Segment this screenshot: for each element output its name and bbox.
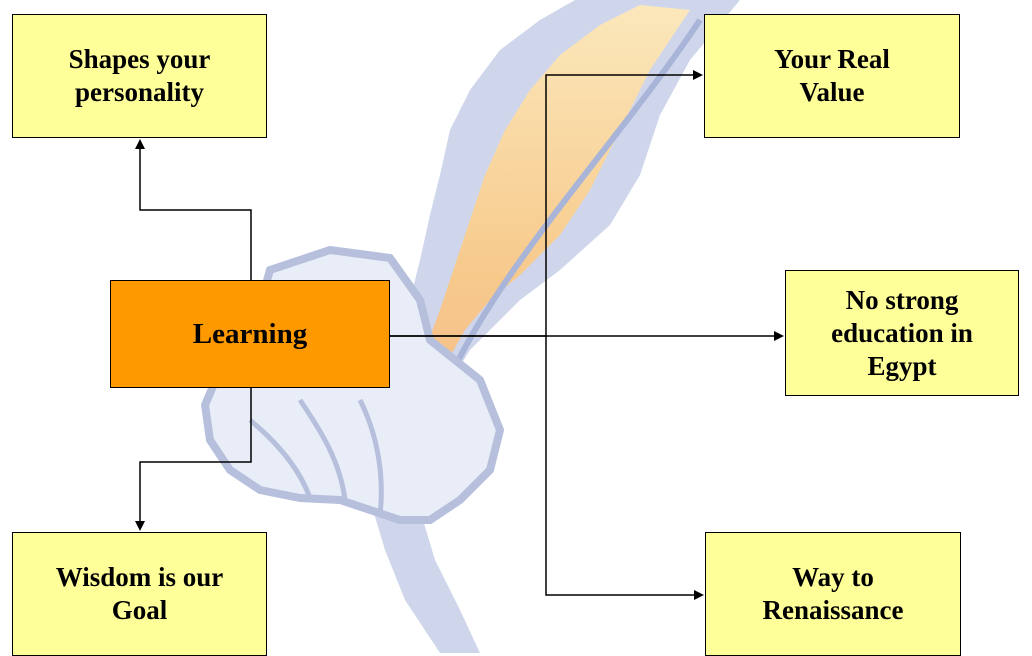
- node-no-strong-education-in-egypt: No strong education in Egypt: [785, 270, 1019, 396]
- node-label: Shapes your personality: [68, 44, 211, 107]
- node-label: Wisdom is our Goal: [55, 562, 224, 625]
- quill-outline: [360, 0, 740, 653]
- node-label: Your Real Value: [774, 44, 890, 107]
- connector-learning-to-real-value: [390, 70, 703, 337]
- node-wisdom-is-our-goal: Wisdom is our Goal: [12, 532, 267, 656]
- node-learning: Learning: [110, 280, 390, 388]
- node-label: Way to Renaissance: [762, 562, 904, 625]
- node-way-to-renaissance: Way to Renaissance: [705, 532, 961, 656]
- connector-learning-to-shapes: [135, 139, 252, 280]
- connector-learning-to-wisdom: [135, 388, 252, 531]
- node-label: No strong education in Egypt: [831, 284, 973, 381]
- node-your-real-value: Your Real Value: [704, 14, 960, 138]
- connector-learning-to-renaissance: [545, 336, 704, 600]
- node-shapes-your-personality: Shapes your personality: [12, 14, 267, 138]
- connectors: [135, 70, 784, 600]
- quill-flame: [405, 5, 690, 480]
- hand-finger-lines: [248, 398, 384, 516]
- center-label: Learning: [192, 317, 308, 350]
